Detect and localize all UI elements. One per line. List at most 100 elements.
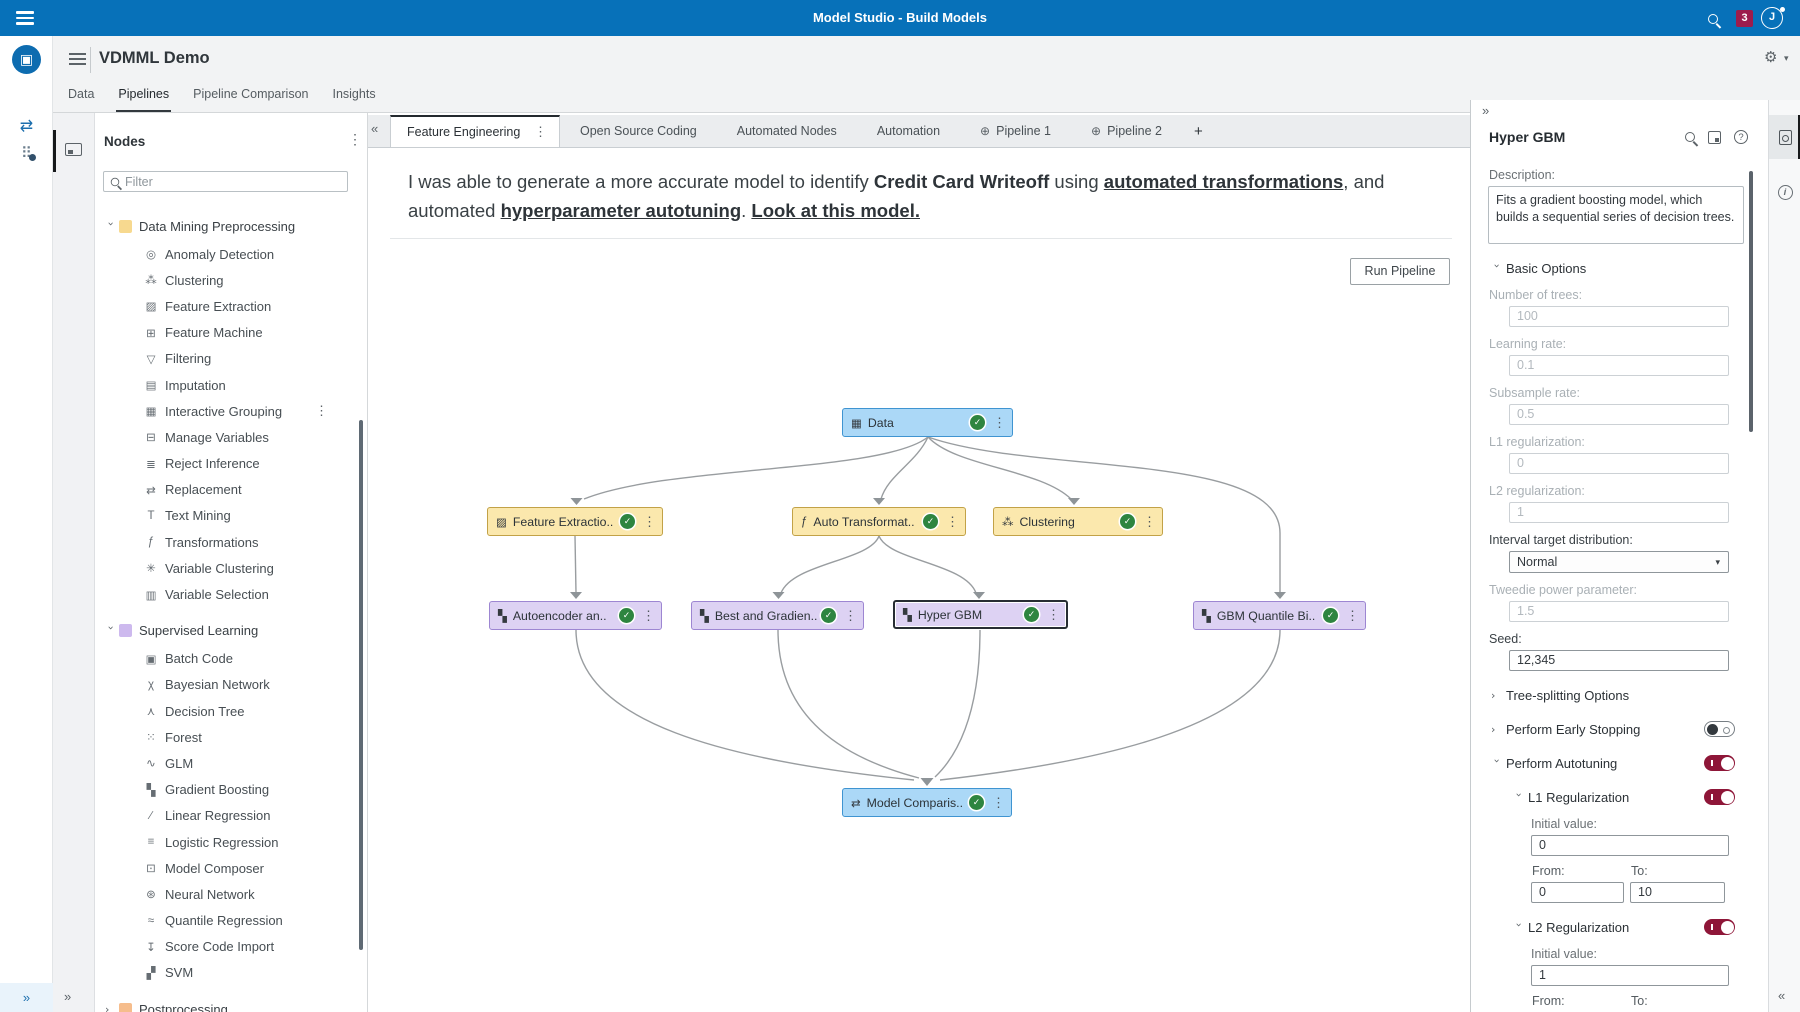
pipeline-tab-pipeline-1[interactable]: ⊕Pipeline 1 <box>960 115 1071 147</box>
strip-expand-chevrons[interactable]: » <box>64 989 72 1004</box>
nav-tab-data[interactable]: Data <box>68 87 95 101</box>
node-item-score-code-import[interactable]: ↧Score Code Import <box>95 934 353 960</box>
perform-autotuning-section[interactable]: Perform Autotuning <box>1471 753 1747 773</box>
nodes-panel-toggle-icon[interactable] <box>65 143 82 156</box>
pipeline-node-gbm-quantile[interactable]: ▚GBM Quantile Bi..✓⋮ <box>1193 601 1366 630</box>
node-item-menu-icon[interactable]: ⋮ <box>315 403 328 419</box>
basic-options-section[interactable]: Basic Options <box>1471 258 1747 278</box>
nav-tab-pipeline-comparison[interactable]: Pipeline Comparison <box>193 87 309 101</box>
node-item-replacement[interactable]: ⇄Replacement <box>95 477 353 503</box>
project-list-icon[interactable] <box>69 53 86 67</box>
node-item-decision-tree[interactable]: ⋏Decision Tree <box>95 698 353 724</box>
node-item-variable-clustering[interactable]: ✳Variable Clustering <box>95 555 353 581</box>
pipeline-tab-feature-engineering[interactable]: Feature Engineering⋮ <box>390 115 560 147</box>
l1-range-from-input[interactable]: 0 <box>1531 882 1624 903</box>
hamburger-menu-icon[interactable] <box>16 11 34 25</box>
properties-scrollbar[interactable] <box>1749 171 1753 432</box>
node-item-linear-regression[interactable]: ∕Linear Regression <box>95 803 353 829</box>
nav-tab-insights[interactable]: Insights <box>332 87 376 101</box>
pipeline-node-model-comparison[interactable]: ⇄Model Comparis..✓⋮ <box>842 788 1012 817</box>
node-item-quantile-regression[interactable]: ≈Quantile Regression <box>95 908 353 934</box>
hero-link-automated-transformations[interactable]: automated transformations <box>1103 171 1344 192</box>
canvas-collapse-chevrons[interactable]: « <box>371 121 379 136</box>
pipeline-tab-automation[interactable]: Automation <box>857 115 960 147</box>
properties-collapse-chevrons[interactable]: » <box>1482 103 1490 118</box>
tab-menu-icon[interactable]: ⋮ <box>534 124 547 139</box>
gear-caret-icon[interactable]: ▾ <box>1784 53 1789 63</box>
seed-input[interactable]: 12,345 <box>1509 650 1729 671</box>
node-item-interactive-grouping[interactable]: ▦Interactive Grouping⋮ <box>95 398 353 424</box>
hero-link-look-at-this-model[interactable]: Look at this model. <box>751 200 920 221</box>
l1-regularization-autotune-section[interactable]: L1 Regularization <box>1471 787 1747 807</box>
node-group-supervised-learning[interactable]: Supervised Learning <box>95 616 353 646</box>
pipeline-node-data[interactable]: ▦Data✓⋮ <box>842 408 1013 437</box>
description-field[interactable]: Fits a gradient boosting model, which bu… <box>1488 186 1744 244</box>
node-menu-icon[interactable]: ⋮ <box>1346 607 1359 623</box>
node-item-filtering[interactable]: ▽Filtering <box>95 346 353 372</box>
node-menu-icon[interactable]: ⋮ <box>1047 606 1060 622</box>
info-tab-icon[interactable]: i <box>1769 170 1800 214</box>
nodes-filter-input[interactable]: Filter <box>103 171 348 192</box>
node-item-anomaly-detection[interactable]: ◎Anomaly Detection <box>95 241 353 267</box>
l2-regularization-autotune-section[interactable]: L2 Regularization <box>1471 917 1747 937</box>
node-item-model-composer[interactable]: ⊡Model Composer <box>95 855 353 881</box>
rail-expand-chevrons[interactable]: » <box>0 983 53 1012</box>
pipeline-node-feature-extraction[interactable]: ▨Feature Extractio..✓⋮ <box>487 507 663 536</box>
pipeline-tab-pipeline-2[interactable]: ⊕Pipeline 2 <box>1071 115 1182 147</box>
node-menu-icon[interactable]: ⋮ <box>992 794 1005 810</box>
add-pipeline-tab[interactable]: + <box>1193 122 1203 140</box>
node-item-svm[interactable]: ▞SVM <box>95 960 353 986</box>
properties-search-icon[interactable] <box>1685 132 1695 142</box>
l1-regularization-autotune-toggle[interactable] <box>1704 789 1735 805</box>
node-item-batch-code[interactable]: ▣Batch Code <box>95 646 353 672</box>
interval-target-distribution-select[interactable]: Normal▾ <box>1509 551 1729 573</box>
perform-early-stopping-toggle[interactable] <box>1704 721 1735 737</box>
nodes-panel-menu-icon[interactable]: ⋮ <box>348 131 362 147</box>
properties-snapshot-icon[interactable] <box>1708 130 1721 144</box>
pipeline-tab-open-source-coding[interactable]: Open Source Coding <box>560 115 717 147</box>
pipeline-node-autoencoder[interactable]: ▚Autoencoder an..✓⋮ <box>489 601 662 630</box>
node-menu-icon[interactable]: ⋮ <box>642 607 655 623</box>
nodes-panel-scrollbar[interactable] <box>359 420 363 950</box>
build-models-app-icon[interactable]: ▣ <box>12 45 41 74</box>
gear-icon[interactable]: ⚙ <box>1764 49 1778 66</box>
node-item-feature-machine[interactable]: ⊞Feature Machine <box>95 320 353 346</box>
l1-initial-value-input[interactable]: 0 <box>1531 835 1729 856</box>
search-icon[interactable] <box>1708 11 1722 25</box>
node-group-data-mining-preprocessing[interactable]: Data Mining Preprocessing <box>95 211 353 241</box>
l2-regularization-autotune-toggle[interactable] <box>1704 919 1735 935</box>
node-item-forest[interactable]: ⁙Forest <box>95 724 353 750</box>
node-item-neural-network[interactable]: ⊛Neural Network <box>95 881 353 907</box>
manage-pipelines-icon[interactable]: ⠿ <box>21 145 32 162</box>
node-item-clustering[interactable]: ⁂Clustering <box>95 267 353 293</box>
pipeline-node-best-and-gradient[interactable]: ▚Best and Gradien..✓⋮ <box>691 601 864 630</box>
node-item-logistic-regression[interactable]: ≡Logistic Regression <box>95 829 353 855</box>
rail-collapse-chevrons[interactable]: « <box>1778 988 1786 1003</box>
node-item-glm[interactable]: ∿GLM <box>95 750 353 776</box>
node-item-imputation[interactable]: ▤Imputation <box>95 372 353 398</box>
tree-splitting-options-section[interactable]: Tree-splitting Options <box>1471 685 1747 705</box>
l2-initial-value-input[interactable]: 1 <box>1531 965 1729 986</box>
options-tab-icon[interactable] <box>1769 115 1800 159</box>
help-icon[interactable]: ? <box>1734 130 1748 144</box>
pipeline-node-hyper-gbm[interactable]: ▚Hyper GBM✓⋮ <box>893 600 1068 629</box>
exchange-icon[interactable]: ⇄ <box>19 118 34 135</box>
node-item-feature-extraction[interactable]: ▨Feature Extraction <box>95 293 353 319</box>
node-menu-icon[interactable]: ⋮ <box>1143 513 1156 529</box>
nav-tab-pipelines[interactable]: Pipelines <box>116 81 172 112</box>
perform-autotuning-toggle[interactable] <box>1704 755 1735 771</box>
node-group-postprocessing[interactable]: Postprocessing <box>95 994 353 1012</box>
node-item-manage-variables[interactable]: ⊟Manage Variables <box>95 424 353 450</box>
user-avatar[interactable]: J <box>1761 7 1783 29</box>
node-item-gradient-boosting[interactable]: ▚Gradient Boosting <box>95 777 353 803</box>
node-item-variable-selection[interactable]: ▥Variable Selection <box>95 581 353 607</box>
node-menu-icon[interactable]: ⋮ <box>993 414 1006 430</box>
run-pipeline-button[interactable]: Run Pipeline <box>1350 258 1450 285</box>
hero-link-hyperparameter-autotuning[interactable]: hyperparameter autotuning <box>500 200 742 221</box>
pipeline-node-clustering[interactable]: ⁂Clustering✓⋮ <box>993 507 1163 536</box>
pipeline-tab-automated-nodes[interactable]: Automated Nodes <box>717 115 857 147</box>
